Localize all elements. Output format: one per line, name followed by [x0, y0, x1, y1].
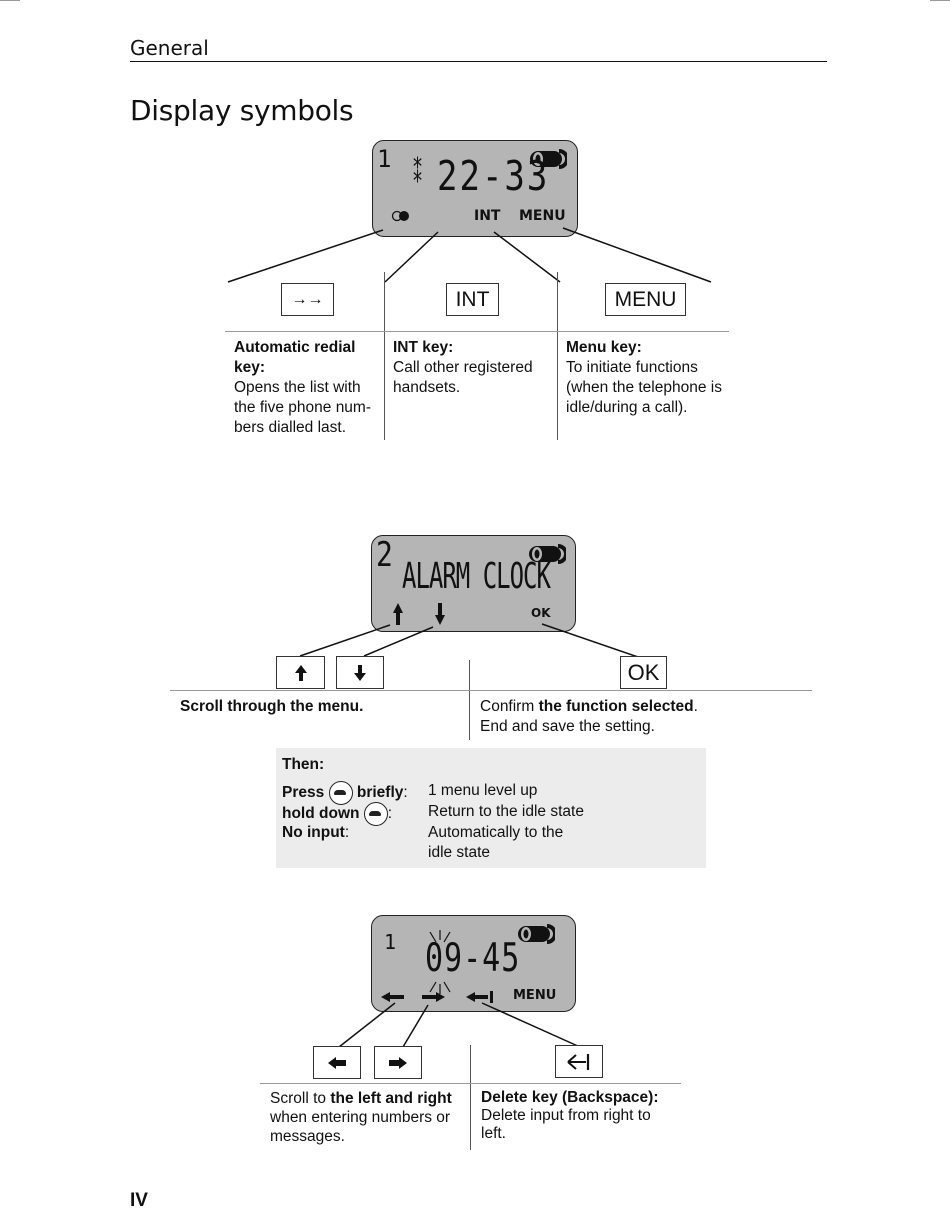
softkey-ok-label: OK: [531, 606, 551, 620]
end-call-key-icon: [328, 781, 353, 805]
menu-description-title: Menu key:: [566, 339, 642, 356]
end-call-key-icon: [363, 802, 388, 826]
delete-description: Delete key (Backspace): Delete input fro…: [481, 1089, 677, 1143]
lcd-display-menu: 2 ALARM CLOCK OK: [371, 535, 576, 632]
lcd-display-edit: 1 09-45 MENU: [371, 915, 576, 1012]
then-row-value: Automatically to the: [428, 824, 564, 841]
redial-description-title: Automatic redial key:: [234, 339, 356, 376]
line-number: 1: [377, 145, 392, 173]
left-key[interactable]: [313, 1046, 361, 1079]
confirm-description: Confirm the function selected. End and s…: [480, 697, 800, 737]
then-row-value: 1 menu level up: [428, 782, 538, 799]
menu-key[interactable]: MENU: [605, 283, 686, 316]
confirm-line2: End and save the setting.: [480, 718, 655, 735]
leader-lines-2: [299, 623, 639, 658]
up-arrow-icon: [294, 664, 307, 681]
ok-key[interactable]: OK: [620, 656, 667, 689]
battery-icon: [518, 924, 555, 944]
confirm-prefix: Confirm: [480, 698, 539, 715]
briefly-label: briefly: [356, 784, 404, 802]
redial-description: Automatic redial key: Opens the list wit…: [234, 338, 382, 438]
section-title: Display symbols: [130, 94, 354, 127]
battery-icon: [530, 149, 567, 169]
softkey-menu-label: MENU: [513, 988, 557, 1003]
right-key[interactable]: [374, 1046, 422, 1079]
int-description: INT key: Call other registered handsets.: [393, 338, 553, 398]
up-key[interactable]: [276, 656, 325, 689]
column-divider: [557, 272, 558, 440]
left-arrow-icon: [328, 1056, 346, 1069]
crop-mark-left: [0, 0, 20, 1]
menu-text: ALARM CLOCK: [402, 555, 551, 597]
then-heading: Then:: [282, 756, 325, 773]
then-row-value: Return to the idle state: [428, 803, 584, 820]
scroll-bold: the left and right: [330, 1090, 452, 1107]
then-box: Then: Press briefly: 1 menu level up hol…: [276, 748, 706, 868]
down-arrow-icon: [354, 664, 366, 681]
crop-mark-right: [930, 0, 950, 1]
colon: :: [387, 805, 393, 823]
battery-icon: [529, 544, 566, 564]
colon: :: [403, 784, 408, 802]
line-number: 1: [384, 930, 397, 954]
backspace-icon: [567, 1053, 590, 1070]
time-readout: 22-33: [437, 153, 550, 201]
delete-title: Delete key (Backspace):: [481, 1089, 659, 1106]
delete-body: Delete input from right to left.: [481, 1107, 651, 1142]
int-description-body: Call other registered handsets.: [393, 359, 533, 396]
hold-down-label: hold down: [282, 805, 360, 823]
then-row-value: idle state: [428, 844, 491, 861]
colon: :: [344, 824, 350, 841]
then-row-label: hold down :: [282, 802, 392, 826]
running-header: General: [130, 36, 209, 60]
int-description-title: INT key:: [393, 339, 454, 356]
time-edit-readout: 09-45: [425, 935, 521, 982]
scroll-prefix: Scroll to: [270, 1090, 331, 1107]
table-rule: [260, 1083, 681, 1084]
leader-lines-3: [338, 1002, 581, 1048]
line-number: 2: [376, 534, 393, 575]
no-input-label: No input: [282, 824, 345, 841]
softkey-menu-label: MENU: [519, 208, 566, 224]
menu-description: Menu key: To initiate functions (when th…: [566, 338, 726, 418]
press-label: Press: [282, 784, 325, 802]
right-arrow-icon: [389, 1056, 407, 1069]
down-key[interactable]: [336, 656, 384, 689]
column-divider: [384, 272, 385, 440]
cursor-arrows-icon: [381, 991, 493, 1003]
redial-description-body: Opens the list with the five phone num-b…: [234, 379, 372, 436]
lcd-display-idle: 1 ⁑ 22-33 INT MENU: [372, 140, 578, 237]
scroll-arrows-icon: [393, 603, 445, 625]
scroll-suffix: when entering numbers or messages.: [270, 1109, 451, 1145]
cursor-blink-icon: [429, 930, 451, 994]
column-divider: [470, 1045, 471, 1150]
redial-key[interactable]: →→: [281, 283, 334, 316]
backspace-key[interactable]: [555, 1045, 603, 1078]
scroll-lr-description: Scroll to the left and right when enteri…: [270, 1089, 466, 1146]
confirm-bold: the function selected: [538, 698, 694, 715]
leader-lines-1: [227, 227, 712, 283]
column-divider: [469, 660, 470, 740]
scroll-description: Scroll through the menu.: [180, 698, 364, 715]
softkey-int-label: INT: [474, 208, 501, 224]
header-rule: [130, 61, 827, 62]
table-rule: [170, 690, 812, 691]
int-key[interactable]: INT: [446, 283, 499, 316]
menu-description-body: To initiate functions (when the telephon…: [566, 359, 722, 416]
table-rule: [225, 331, 729, 332]
antenna-symbol: ⁑: [413, 156, 422, 191]
redial-symbol-icon: [391, 210, 409, 222]
then-row-label: Press briefly:: [282, 781, 408, 805]
then-row-label: No input:: [282, 823, 349, 843]
page-number: IV: [130, 1190, 148, 1211]
confirm-suffix: .: [693, 698, 698, 715]
